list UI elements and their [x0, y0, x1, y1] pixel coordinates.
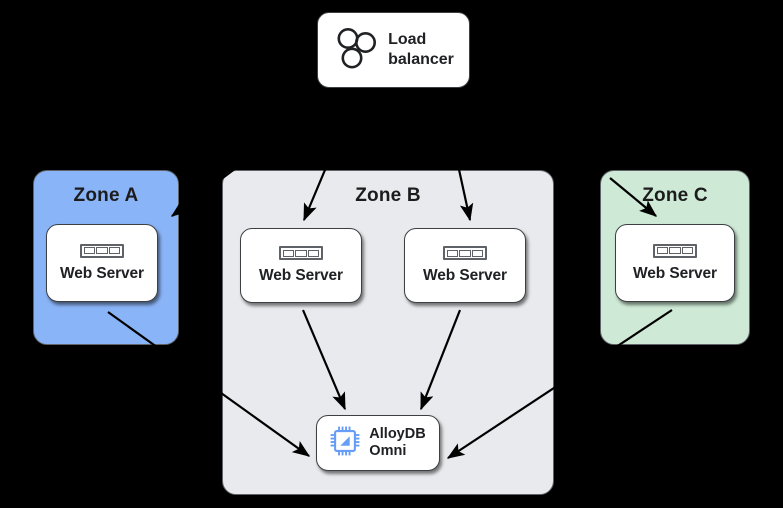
- load-balancer-label: Load balancer: [388, 31, 454, 68]
- load-balancer-circles-icon: [337, 27, 377, 74]
- web-server-label: Web Server: [59, 264, 144, 282]
- web-server-label: Web Server: [422, 267, 507, 284]
- cpu-chip-icon: [330, 426, 360, 461]
- server-rack-icon: [279, 246, 323, 260]
- zone-b-label: Zone B: [355, 185, 421, 206]
- alloydb-omni-node[interactable]: AlloyDB Omni: [316, 415, 440, 471]
- zone-c-label: Zone C: [642, 185, 708, 206]
- server-rack-icon: [653, 243, 697, 258]
- load-balancer-node[interactable]: Load balancer: [317, 12, 470, 88]
- zone-a-label: Zone A: [73, 185, 139, 206]
- server-rack-icon: [80, 243, 124, 258]
- web-server-node-zone-b-2[interactable]: Web Server: [404, 228, 526, 303]
- alloydb-omni-label: AlloyDB Omni: [369, 425, 426, 459]
- web-server-node-zone-c[interactable]: Web Server: [615, 224, 735, 302]
- web-server-node-zone-a[interactable]: Web Server: [46, 224, 158, 302]
- web-server-label: Web Server: [258, 267, 343, 284]
- web-server-node-zone-b-1[interactable]: Web Server: [240, 228, 362, 303]
- web-server-label: Web Server: [632, 264, 717, 282]
- server-rack-icon: [443, 246, 487, 260]
